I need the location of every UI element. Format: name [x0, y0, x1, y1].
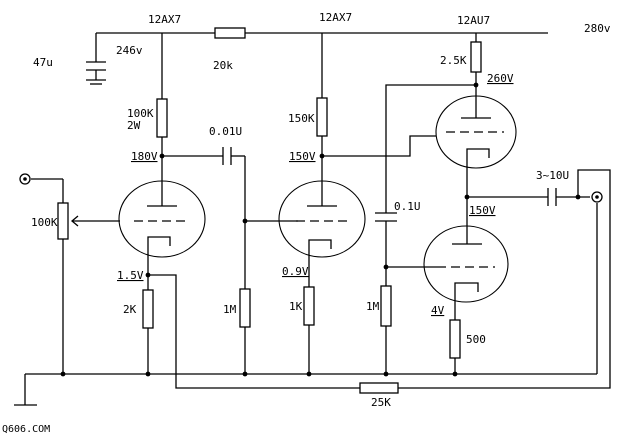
filter-node-voltage: 246v	[116, 44, 143, 57]
stage2-cathode-voltage: 0.9V	[282, 265, 309, 278]
stage3-coupling-capacitor	[375, 212, 397, 286]
tube2-label: 12AX7	[319, 11, 352, 24]
output-coupling-capacitor	[547, 188, 590, 206]
stage2-plate-resistor-value: 150K	[288, 112, 315, 125]
output-jack	[591, 191, 603, 203]
stage3-cathode-resistor-value: 500	[466, 333, 486, 346]
stage2-plate-resistor	[316, 97, 328, 137]
stage2-grid-resistor-value: 1M	[223, 303, 237, 316]
stage3-mid-voltage: 150V	[469, 204, 496, 217]
stage1-coupling-cap-value: 0.01U	[209, 125, 242, 138]
tube1-label: 12AX7	[148, 13, 181, 26]
stage2-plate-voltage: 150V	[289, 150, 316, 163]
b-plus-rail	[95, 32, 548, 62]
feedback-resistor	[359, 382, 399, 394]
watermark: Q606.COM	[2, 424, 50, 435]
filter-capacitor	[86, 61, 106, 85]
stage3-upper-plate-voltage: 260V	[487, 72, 514, 85]
stage3-upper-plate-resistor	[470, 41, 482, 73]
stage1-plate-resistor-power: 2W	[127, 119, 141, 132]
stage3-coupling-cap-value: 0.1U	[394, 200, 421, 213]
stage1-coupling-capacitor	[222, 147, 246, 289]
input-jack	[19, 173, 63, 185]
stage2-grid-resistor	[239, 288, 251, 328]
stage1-plate-resistor-value: 100K	[127, 107, 154, 120]
stage3-lower-tube	[423, 225, 509, 303]
stage1-plate-resistor	[156, 98, 168, 138]
b-plus-voltage: 280v	[584, 22, 611, 35]
stage2-tube	[278, 156, 366, 258]
volume-pot-value: 100K	[31, 216, 58, 229]
output-cap-value: 3~10U	[536, 169, 569, 182]
feedback-resistor-value: 25K	[371, 396, 391, 409]
stage1-cathode-resistor	[142, 289, 154, 329]
stage3-upper-plate-resistor-value: 2.5K	[440, 54, 467, 67]
stage1-tube	[118, 156, 206, 258]
stage2-cathode-resistor	[303, 286, 315, 326]
dropping-resistor	[214, 27, 246, 39]
stage1-cathode-voltage: 1.5V	[117, 269, 144, 282]
stage3-upper-tube	[435, 95, 517, 169]
tube3-label: 12AU7	[457, 14, 490, 27]
ground-bus	[14, 371, 597, 406]
stage1-plate-voltage: 180V	[131, 150, 158, 163]
stage3-cathode-voltage: 4V	[431, 304, 445, 317]
filter-cap-value: 47u	[33, 56, 53, 69]
stage3-grid-resistor-value: 1M	[366, 300, 380, 313]
stage3-grid-resistor	[380, 285, 392, 327]
stage3-cathode-resistor	[449, 319, 461, 359]
dropping-resistor-value: 20k	[213, 59, 233, 72]
volume-potentiometer	[57, 179, 120, 374]
stage1-cathode-resistor-value: 2K	[123, 303, 137, 316]
stage2-cathode-resistor-value: 1K	[289, 300, 303, 313]
